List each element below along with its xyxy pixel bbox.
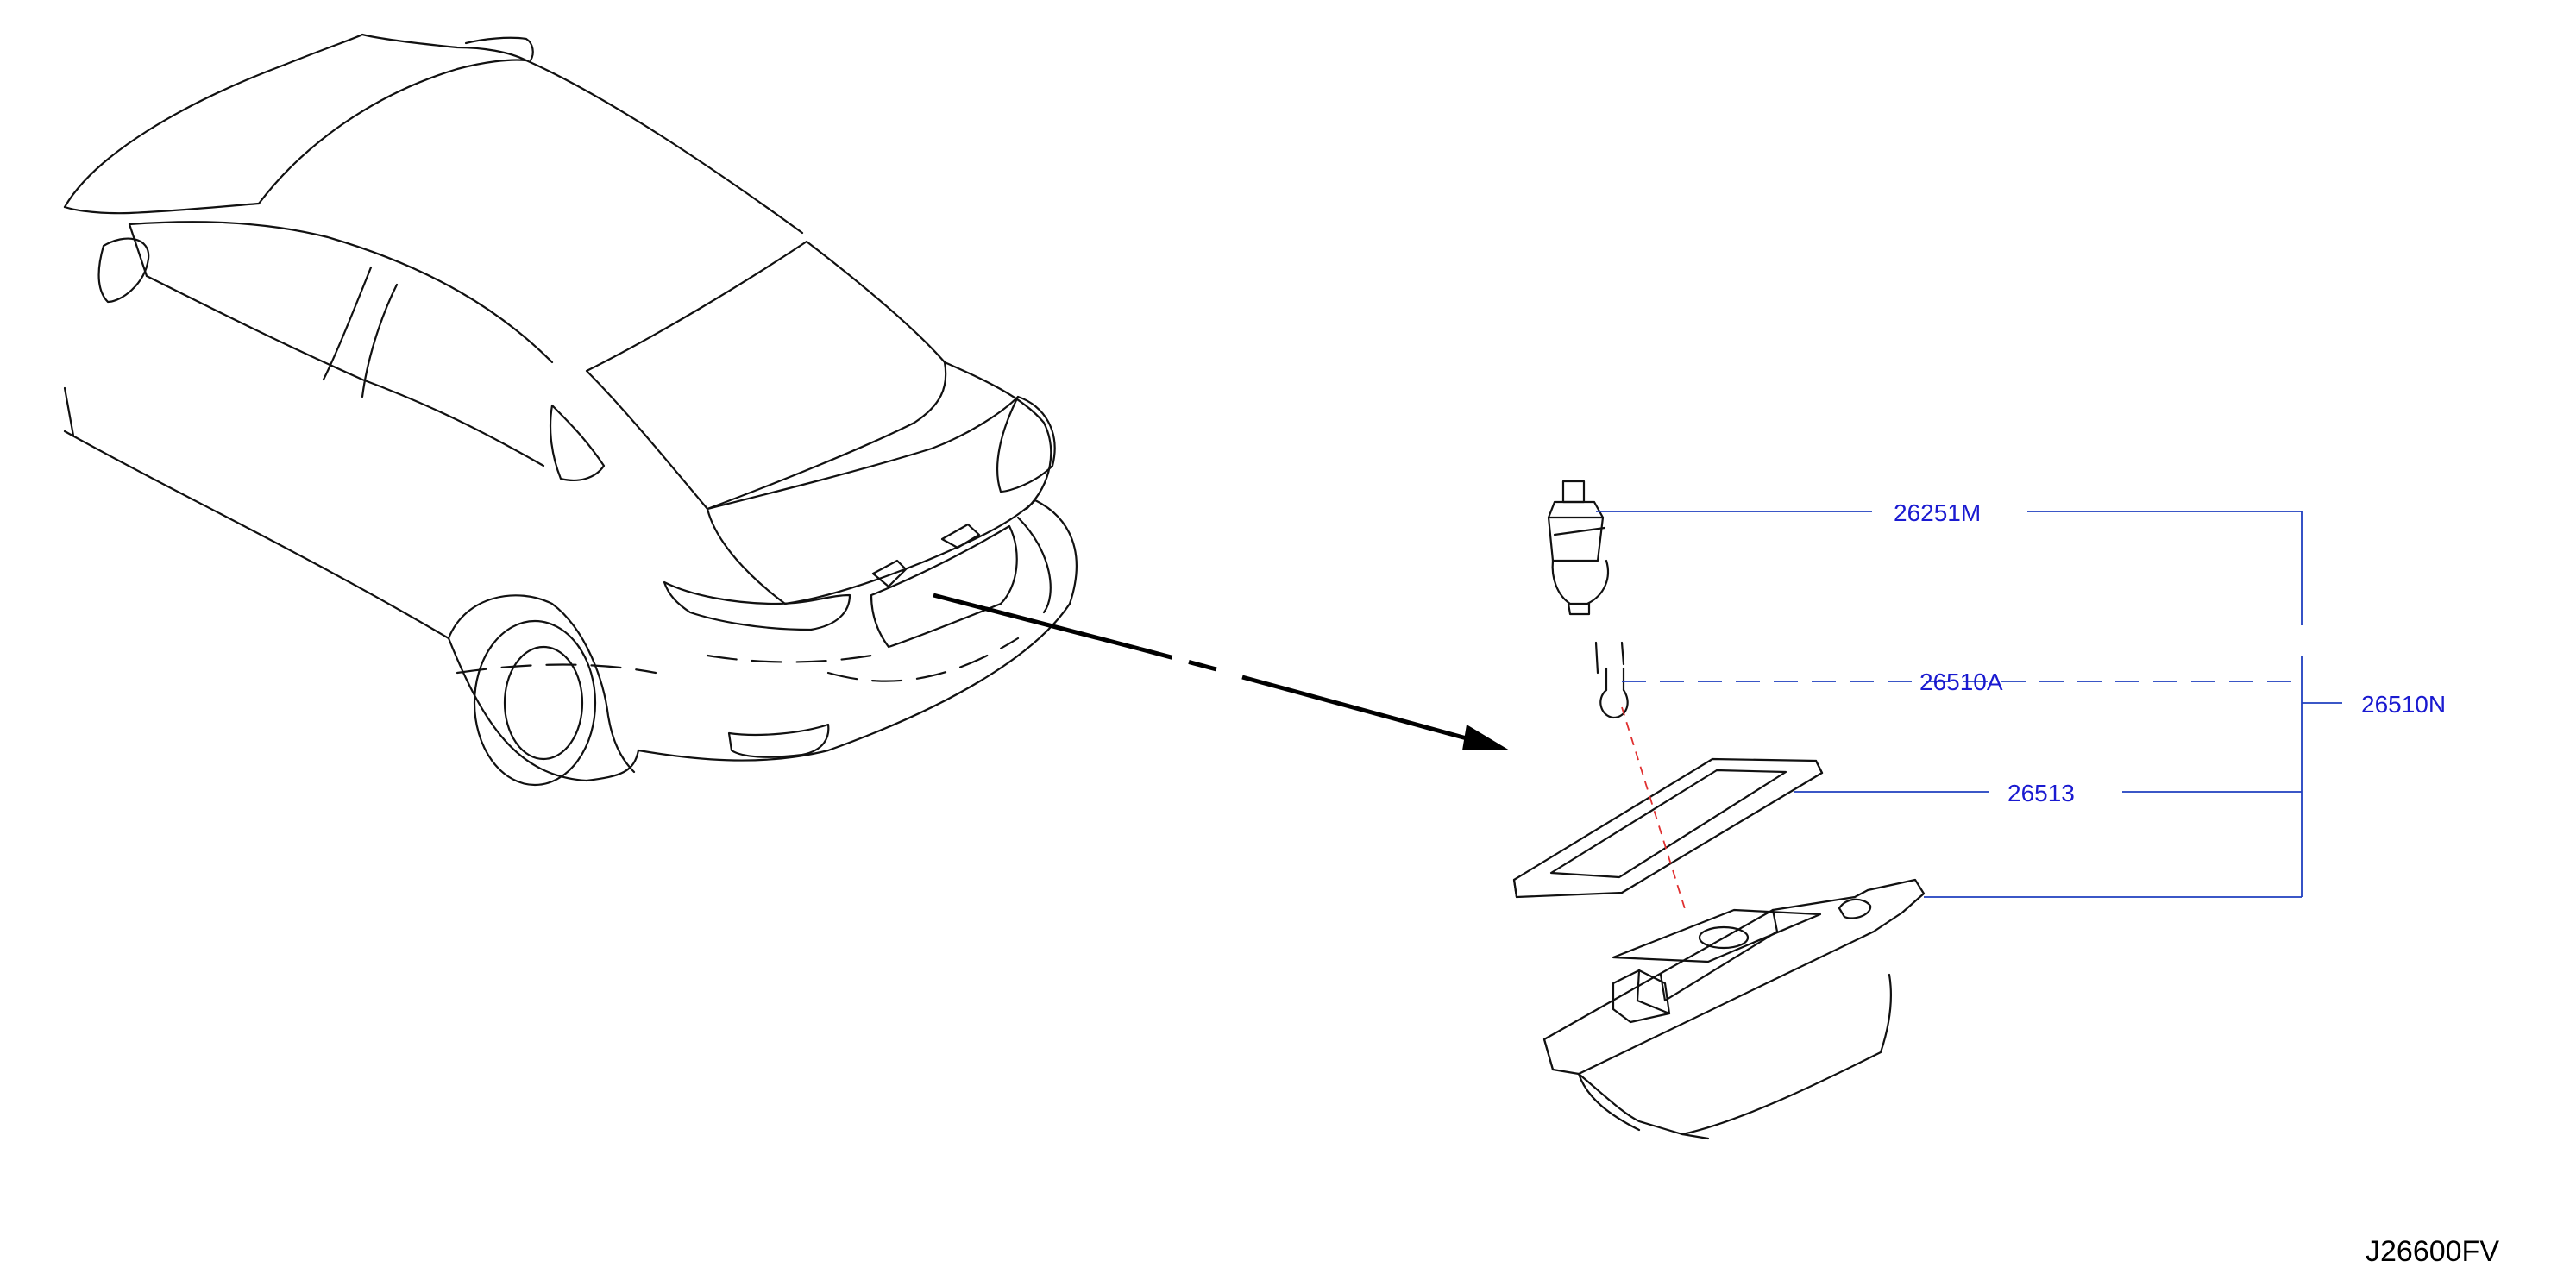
part-number-socket[interactable]: 26251M	[1894, 499, 1981, 526]
leader-lines	[1596, 511, 2342, 898]
lamp-body-part	[1542, 878, 1926, 1140]
part-number-lamp-assembly[interactable]: 26510N	[2361, 691, 2446, 718]
part-number-bulb[interactable]: 26510A	[1919, 668, 2003, 695]
vehicle-rear-illustration	[63, 33, 1078, 787]
part-number-gasket[interactable]: 26513	[2007, 780, 2075, 806]
gasket-part	[1512, 757, 1824, 899]
pointer-arrow	[933, 593, 1510, 750]
bulb-part	[1594, 641, 1629, 719]
bulb-socket-part	[1547, 480, 1610, 616]
assembly-center-line	[1621, 706, 1687, 915]
figure-code: J26600FV	[2366, 1235, 2499, 1268]
